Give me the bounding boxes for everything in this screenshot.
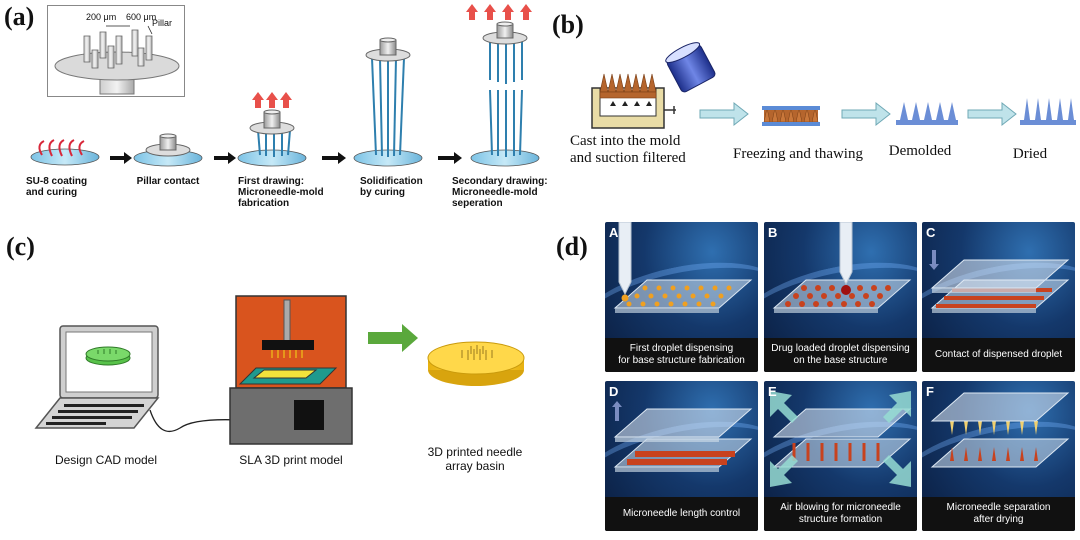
- tile-d-letter: D: [609, 384, 619, 399]
- panel-c-arrow: [368, 324, 418, 352]
- printed-needle-basin: [427, 341, 525, 386]
- tile-a-drawing: [613, 222, 753, 313]
- cad-caption: Design CAD model: [54, 453, 158, 467]
- demolded-caption: Demolded: [888, 143, 952, 159]
- step3-first-drawing: [237, 92, 307, 167]
- step2-pillar-contact: [133, 133, 203, 167]
- panel-b-label: (b): [552, 10, 584, 39]
- step5-secondary-drawing: [466, 4, 540, 167]
- pouring-beaker: [665, 42, 716, 93]
- panel-b-process-drawing: [591, 42, 1076, 129]
- inset-pillar-label: Pillar: [152, 18, 173, 28]
- tile-c-caption: Contact of dispensed droplet: [922, 338, 1075, 372]
- sla-caption: SLA 3D print model: [239, 453, 343, 467]
- freezing-caption: Freezing and thawing: [733, 146, 863, 162]
- tile-b-drawing: [772, 222, 912, 313]
- inset-dim-600: 600 μm: [126, 12, 157, 22]
- panel-c-label: (c): [6, 232, 35, 261]
- pillar-stamp-drawing: [54, 25, 180, 95]
- dried-caption: Dried: [1012, 146, 1048, 162]
- panel-a-label: (a): [4, 2, 35, 31]
- step4-solidification: [353, 37, 423, 167]
- demolded-needles: [896, 102, 958, 125]
- tile-c-drawing: [929, 250, 1070, 313]
- tile-b-letter: B: [768, 225, 778, 240]
- step2-caption: Pillar contact: [136, 176, 200, 187]
- panel-b-arrows: [699, 101, 1017, 127]
- step1-su8-disk: [30, 139, 100, 166]
- tile-f-letter: F: [926, 384, 934, 399]
- laptop-computer: [34, 325, 241, 433]
- tile-d: D Microneedle length control: [605, 381, 758, 531]
- sla-3d-printer: [229, 295, 353, 445]
- tile-e-letter: E: [768, 384, 777, 399]
- tile-d-drawing: [612, 401, 753, 472]
- inset-dim-200: 200 μm: [86, 12, 117, 22]
- panel-a-arrows: [110, 152, 462, 164]
- tile-c-letter: C: [926, 225, 936, 240]
- panel-a-process-drawing: [30, 4, 540, 167]
- dried-needles: [1020, 98, 1076, 125]
- pillar-inset: 200 μm 600 μm Pillar: [47, 5, 185, 97]
- panel-c-drawing: [34, 295, 525, 445]
- mold-drawing: [591, 73, 676, 129]
- panel-d-label: (d): [556, 232, 588, 261]
- tile-f-drawing: [930, 392, 1070, 468]
- tile-e-drawing: [770, 391, 912, 487]
- tile-a-letter: A: [609, 225, 619, 240]
- frozen-patch: [762, 106, 820, 126]
- tile-c: C Contact of dispensed droplet: [922, 222, 1075, 372]
- tile-d-caption: Microneedle length control: [605, 497, 758, 531]
